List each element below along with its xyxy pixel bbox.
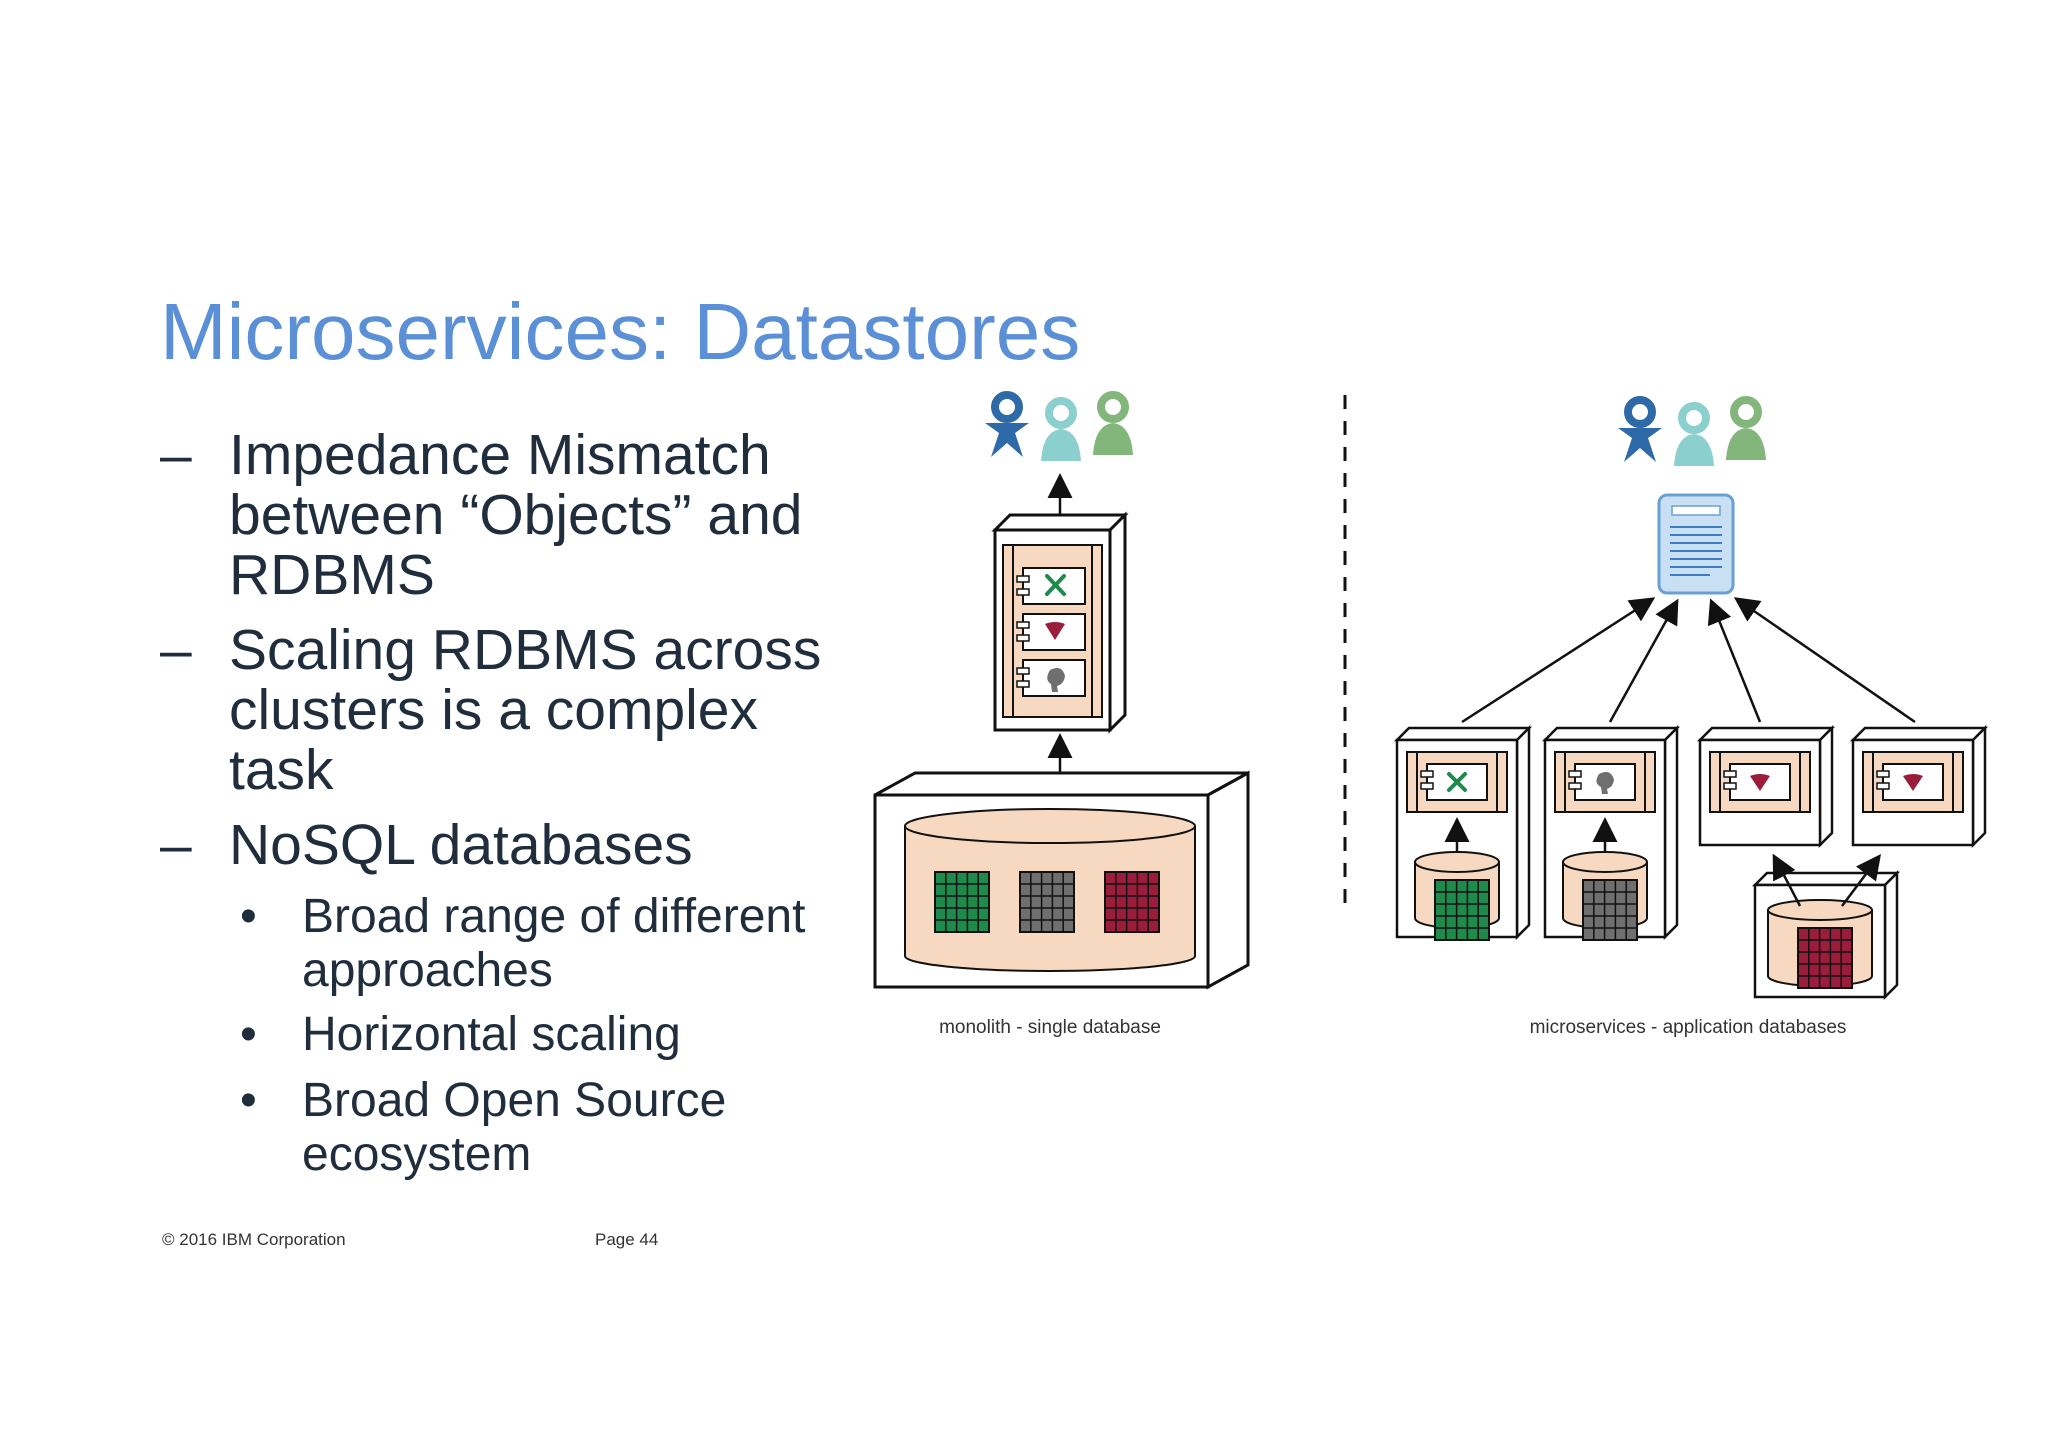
bullet-text: NoSQL databases <box>229 813 693 877</box>
user-icon <box>1093 391 1133 455</box>
bullet-marker: • <box>240 1008 257 1061</box>
microservice-nodes <box>1393 724 1989 1001</box>
api-gateway-document-icon <box>1657 493 1735 595</box>
bullet-text: Broad range of different approaches <box>302 890 806 997</box>
copyright-footer: © 2016 IBM Corporation <box>162 1230 346 1249</box>
bullet-text: Horizontal scaling <box>302 1008 681 1061</box>
data-grid-icon <box>1582 879 1638 941</box>
shared-service-database <box>1751 853 1901 1001</box>
slide-title: Microservices: Datastores <box>160 287 1081 376</box>
data-grid-icon <box>934 871 990 933</box>
bullet-marker: – <box>160 813 192 877</box>
user-icon <box>985 391 1029 457</box>
microservice-node <box>1849 724 1989 849</box>
bullet-marker: • <box>240 1074 257 1127</box>
user-icon <box>1726 396 1766 460</box>
bullet-item: – Scaling RDBMS across clusters is a com… <box>160 620 840 800</box>
user-icon <box>1674 402 1714 466</box>
bullet-text: Broad Open Source ecosystem <box>302 1074 727 1181</box>
microservice-with-db <box>1393 724 1533 941</box>
monolith-database <box>873 770 1250 990</box>
microservice-with-db <box>1541 724 1681 941</box>
data-grid-icon <box>1797 927 1853 989</box>
bullet-marker: – <box>160 423 192 487</box>
user-icon <box>1041 397 1081 461</box>
bullet-text: Scaling RDBMS across clusters is a compl… <box>229 618 822 802</box>
user-icon <box>1618 396 1662 462</box>
page-number: Page 44 <box>595 1230 659 1249</box>
users-icon <box>985 391 1133 461</box>
microservice-node <box>1696 724 1836 849</box>
data-grid-icon <box>1104 871 1160 933</box>
data-grid-icon <box>1434 879 1490 941</box>
data-grid-icon <box>1019 871 1075 933</box>
sub-bullet-item: • Broad range of different approaches <box>240 890 840 998</box>
microservices-caption: microservices - application databases <box>1529 1017 1847 1038</box>
bullet-item: – NoSQL databases <box>160 815 840 875</box>
monolith-app-server <box>991 511 1129 734</box>
monolith-caption: monolith - single database <box>939 1017 1161 1038</box>
bullet-marker: – <box>160 618 192 682</box>
sub-bullet-item: • Broad Open Source ecosystem <box>240 1074 840 1182</box>
bullet-text: Impedance Mismatch between “Objects” and… <box>229 423 803 607</box>
users-icon <box>1618 396 1766 466</box>
bullet-marker: • <box>240 890 257 943</box>
bullet-item: – Impedance Mismatch between “Objects” a… <box>160 425 840 605</box>
sub-bullet-item: • Horizontal scaling <box>240 1008 840 1062</box>
